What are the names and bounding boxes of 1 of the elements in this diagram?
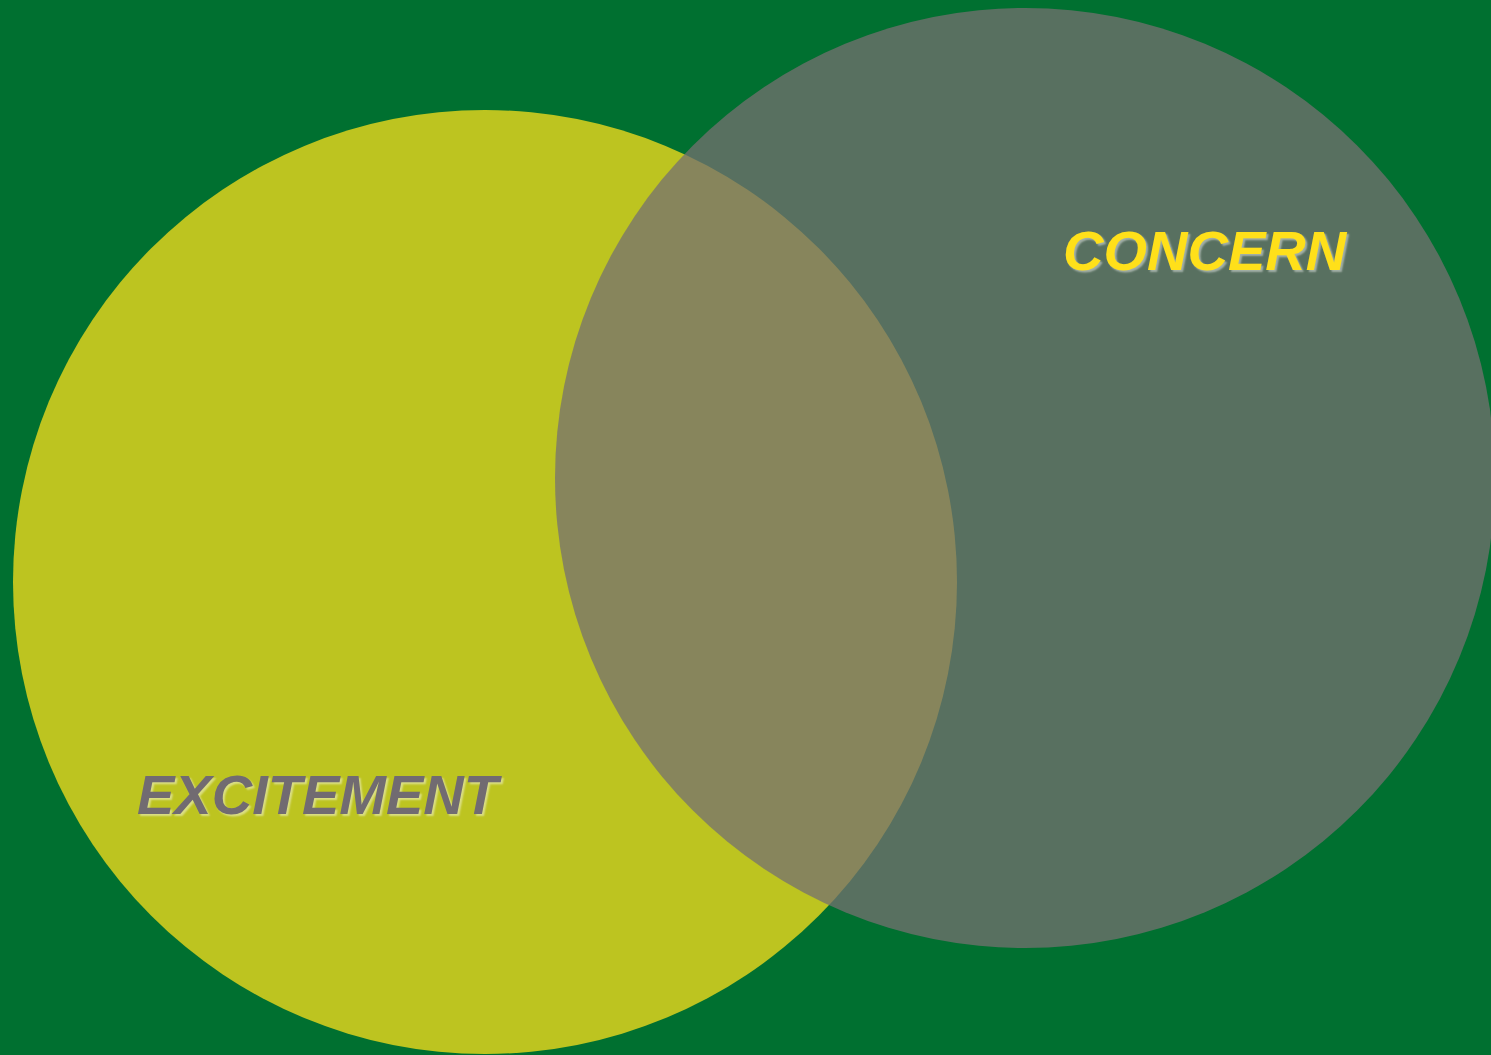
circle-label: CONCERN	[1063, 220, 1347, 282]
